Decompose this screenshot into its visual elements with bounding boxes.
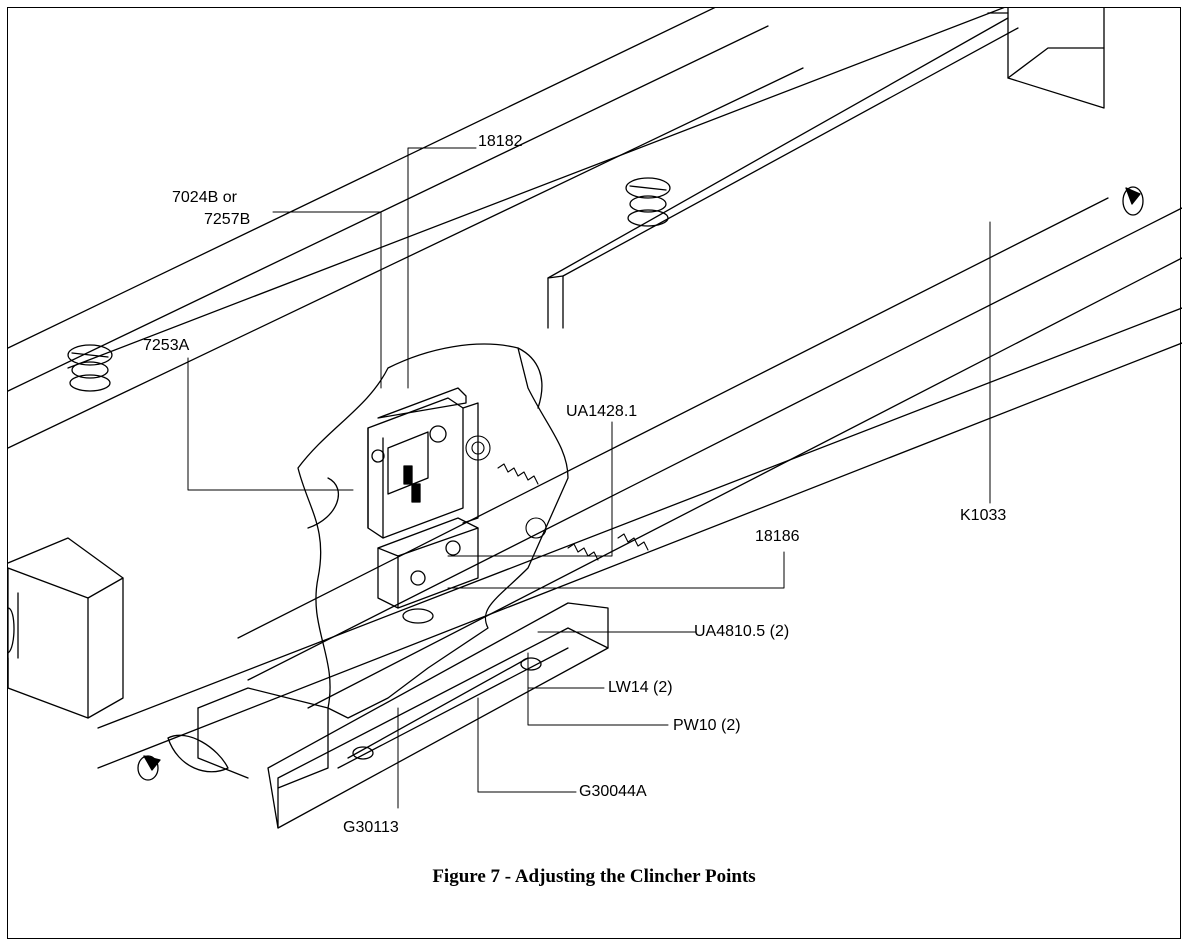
callout-7257b: 7257B [204, 211, 251, 228]
callout-ua4810-5: UA4810.5 (2) [694, 623, 790, 640]
callout-k1033: K1033 [960, 507, 1007, 524]
callout-18186: 18186 [755, 528, 800, 545]
adjuster-block [377, 517, 479, 624]
cutaway-region [297, 343, 569, 719]
callout-g30044a: G30044A [579, 783, 647, 800]
screw-left [67, 344, 113, 392]
leader-18186 [447, 551, 785, 589]
callout-ua1428-1: UA1428.1 [566, 403, 638, 420]
lower-clamp-bar [167, 602, 609, 829]
main-rail [8, 8, 1182, 769]
screw-bottom-left [137, 755, 161, 781]
leader-ua1428 [447, 421, 613, 557]
figure-caption: Figure 7 - Adjusting the Clincher Points [432, 866, 756, 887]
leader-lines [187, 147, 991, 809]
callout-g30113: G30113 [343, 819, 399, 836]
callout-18182: 18182 [478, 133, 523, 150]
leader-7253a [187, 357, 354, 491]
screw-far-right [1122, 186, 1144, 216]
leader-pw10 [527, 687, 669, 726]
leader-g30044a [477, 697, 577, 793]
leader-18182 [407, 147, 477, 389]
screw-right [625, 177, 671, 227]
left-end-block [8, 537, 124, 719]
clincher-assembly [367, 387, 479, 539]
assembly-drawing [8, 8, 1182, 829]
figure-frame: 18182 7024B or 7257B 7253A UA1428.1 1818… [7, 7, 1182, 939]
knurled-screws [67, 177, 1144, 781]
callout-pw10: PW10 (2) [673, 717, 741, 734]
callout-7024b: 7024B or [172, 189, 237, 206]
leader-7024b [272, 211, 382, 389]
springs [465, 435, 649, 561]
callout-7253a: 7253A [143, 337, 190, 354]
callout-lw14: LW14 (2) [608, 679, 673, 696]
